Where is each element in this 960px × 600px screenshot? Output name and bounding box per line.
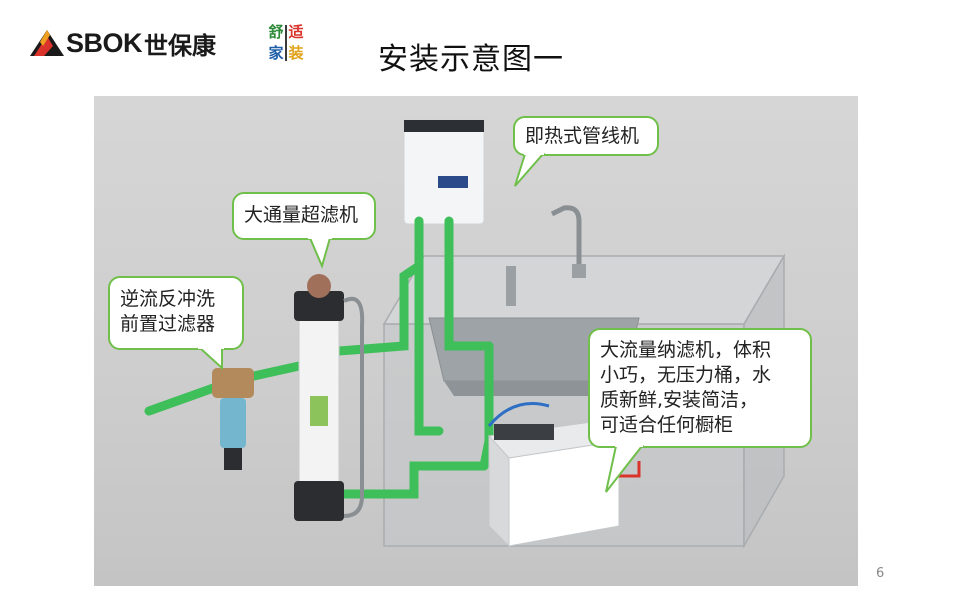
callout-pointer <box>308 235 332 269</box>
brand-logo: SBOK 世保康 <box>30 26 216 60</box>
logo-triangle-icon <box>30 30 64 56</box>
badge-char: 适 <box>288 23 304 41</box>
callout-nanofilter-line: 可适合任何橱柜 <box>600 414 734 436</box>
badge-char: 舒 <box>268 23 284 41</box>
callout-nanofilter-line: 质新鲜,安装简洁， <box>600 389 759 411</box>
page-number: 6 <box>876 566 885 581</box>
brand-name: SBOK <box>66 27 143 58</box>
callout-prefilter: 逆流反冲洗 前置过滤器 <box>108 276 244 371</box>
badge-char: 家 <box>268 44 284 62</box>
brand-name-cn: 世保康 <box>144 31 217 60</box>
callout-ultrafilter-label: 大通量超滤机 <box>244 204 359 226</box>
callout-ultrafilter: 大通量超滤机 <box>232 192 376 269</box>
callout-pointer <box>605 443 645 493</box>
page-title: 安装示意图一 <box>378 42 564 77</box>
callout-instant-heater-label: 即热式管线机 <box>525 125 640 147</box>
badge-divider <box>285 25 287 61</box>
callout-prefilter-line: 逆流反冲洗 <box>120 288 216 310</box>
callout-prefilter-line: 前置过滤器 <box>120 313 216 335</box>
badge-char: 装 <box>288 44 304 62</box>
callout-nanofilter: 大流量纳滤机，体积 小巧，无压力桶，水 质新鲜,安装简洁， 可适合任何橱柜 <box>588 328 812 493</box>
callout-pointer <box>197 345 224 371</box>
callout-nanofilter-line: 小巧，无压力桶，水 <box>600 364 772 386</box>
callout-nanofilter-line: 大流量纳滤机，体积 <box>600 339 772 361</box>
callout-pointer <box>514 151 546 187</box>
comfort-home-badge: 舒 适 家 装 <box>266 22 306 64</box>
callout-instant-heater: 即热式管线机 <box>513 116 659 187</box>
